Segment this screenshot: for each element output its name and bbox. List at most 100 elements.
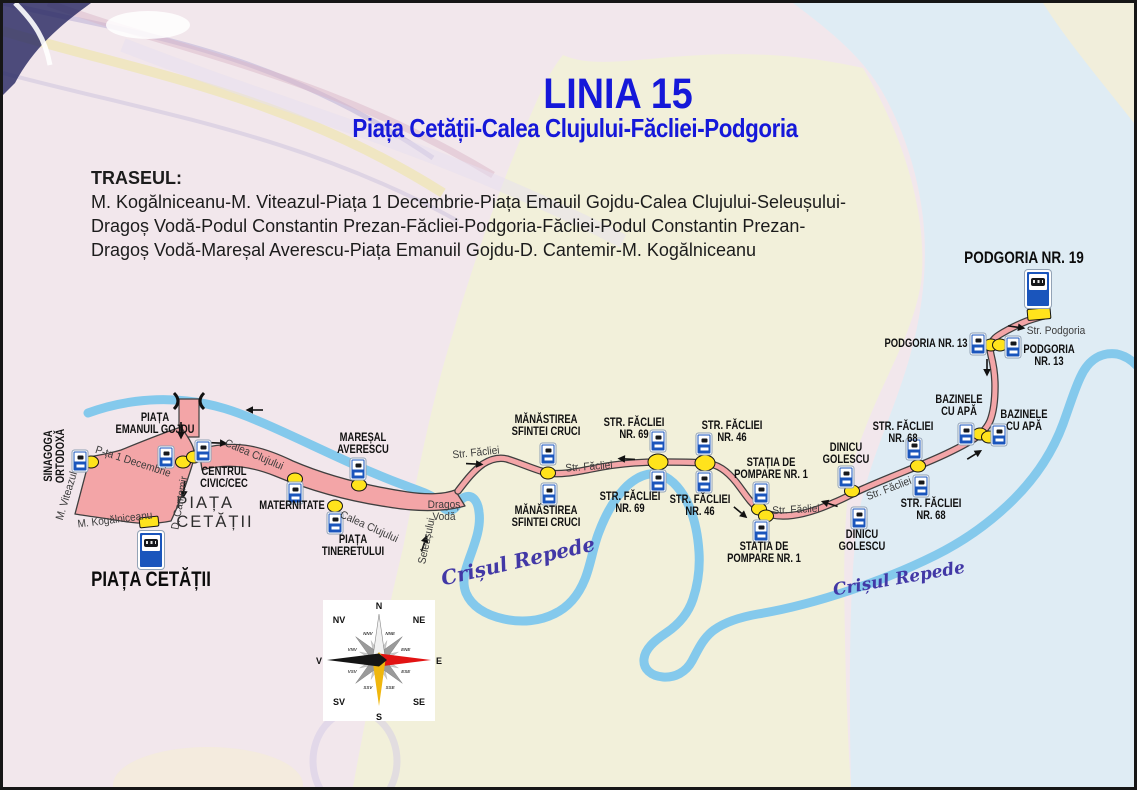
sign-stripe [855,521,863,525]
sign-window [755,484,767,494]
terminal-label: PODGORIA NR. 19 [964,248,1084,267]
street-label: Str. Podgoria [1026,324,1086,337]
stop-label: STR. FĂCLIEI NR. 69 [603,416,665,441]
sign-stripe [331,526,339,530]
bus-glyph [292,487,298,492]
stop-marker [910,459,926,473]
stop-label: PODGORIA NR. 13 [884,337,968,350]
direction-arrow-icon [465,460,484,468]
sign-window [142,535,160,551]
sign-stripe [162,460,170,464]
bus-stop-sign-icon [1005,336,1021,358]
compass-label: V [316,656,322,666]
bus-stop-sign-icon [696,433,712,455]
direction-arrow-icon [180,480,188,499]
bus-stop-sign-icon [838,466,854,488]
stop-label: DINICU GOLESCU [822,441,870,466]
stop-label: SINAGOGA ORTODOXĂ [42,428,67,484]
bus-stop-sign-icon [287,482,303,504]
stop-label: STR. FĂCLIEI NR. 69 [599,490,661,515]
stop-label: BAZINELE CU APĂ [935,393,983,418]
stop-label: MAREȘAL AVERESCU [337,431,389,456]
route-description-heading: TRASEUL: [91,168,182,188]
bus-stop-sign-icon [540,443,556,465]
bg-zone-cream [353,54,923,787]
direction-arrow-icon [617,455,636,463]
direction-arrow-icon [420,534,429,552]
terminal-bus-sign-icon [138,531,164,569]
bus-glyph [963,428,969,433]
compass-label: SV [333,697,345,707]
sign-window [698,473,710,483]
sign-stripe [654,484,662,488]
bus-stop-sign-icon [970,333,986,355]
bus-glyph [701,438,707,443]
bus-stop-sign-icon [913,475,929,497]
bus-stop-sign-icon [753,520,769,542]
sign-stripe [545,497,553,501]
bus-glyph [911,443,917,448]
route-description: TRASEUL: M. Kogălniceanu-M. Viteazul-Pia… [91,166,846,262]
compass-minor-label: SSE [386,685,396,690]
sign-window [542,445,554,455]
stop-label: PIAȚA EMANUIL GOJDU [115,411,195,436]
bus-stop-sign-icon [906,438,922,460]
compass-label: E [436,656,442,666]
route-band-calea-clujului [198,443,466,512]
marble-decoration [3,3,627,787]
stop-marker [540,466,556,480]
bus-stop-sign-icon [958,423,974,445]
compass-minor-label: SSV [363,685,373,690]
compass-label: SE [413,697,425,707]
stop-marker [694,454,716,472]
sign-stripe [199,454,207,458]
stop-label: STR. FĂCLIEI NR. 46 [669,493,731,518]
direction-arrow-icon [733,506,748,519]
sign-window [352,460,364,470]
sign-window [652,432,664,442]
stop-label: STAȚIA DE POMPARE NR. 1 [734,456,808,481]
sign-stripe [842,480,850,484]
bg-zone-blue [793,3,1134,787]
stop-label: STR. FĂCLIEI NR. 46 [701,419,763,444]
stop-marker [327,499,343,513]
compass-minor-label: VSV [348,669,358,674]
sign-window [197,442,209,452]
bus-glyph [975,338,981,343]
stop-bay-marker [1026,306,1052,322]
bridge-marks [172,391,206,411]
sign-stripe [974,347,982,351]
sign-stripe [757,496,765,500]
bus-stop-sign-icon [851,507,867,529]
bus-glyph [200,445,206,450]
bus-glyph [163,451,169,456]
direction-arrow-icon [983,359,991,377]
direction-arrow-icon [1007,323,1026,332]
sign-window [853,509,865,519]
stop-marker [351,478,367,492]
bg-corner-cream [1043,3,1134,123]
bus-glyph [655,475,661,480]
stop-label: STR. FĂCLIEI NR. 68 [872,420,934,445]
bus-glyph [332,517,338,522]
bus-glyph [1010,341,1016,346]
direction-arrow-icon [820,499,838,508]
bus-stop-sign-icon [327,512,343,534]
bus-glyph [546,488,552,493]
sign-window [329,514,341,524]
sign-stripe [757,534,765,538]
stop-label: CENTRUL CIVIC/CEC [200,465,248,490]
sign-window [698,435,710,445]
bus-stop-sign-icon [350,458,366,480]
sign-window [755,522,767,532]
sign-stripe [700,447,708,451]
sign-window [160,448,172,458]
stop-label: PIAȚA TINERETULUI [321,533,385,558]
area-label-piata-cetatii: PIAȚA CETĂȚII [176,494,254,531]
compass-minor-label: ENE [401,647,411,652]
terminal-label: PIAȚA CETĂȚII [91,568,211,591]
sign-window [1007,338,1019,348]
stop-label: MATERNITATE [259,499,325,512]
bus-glyph [144,539,158,547]
